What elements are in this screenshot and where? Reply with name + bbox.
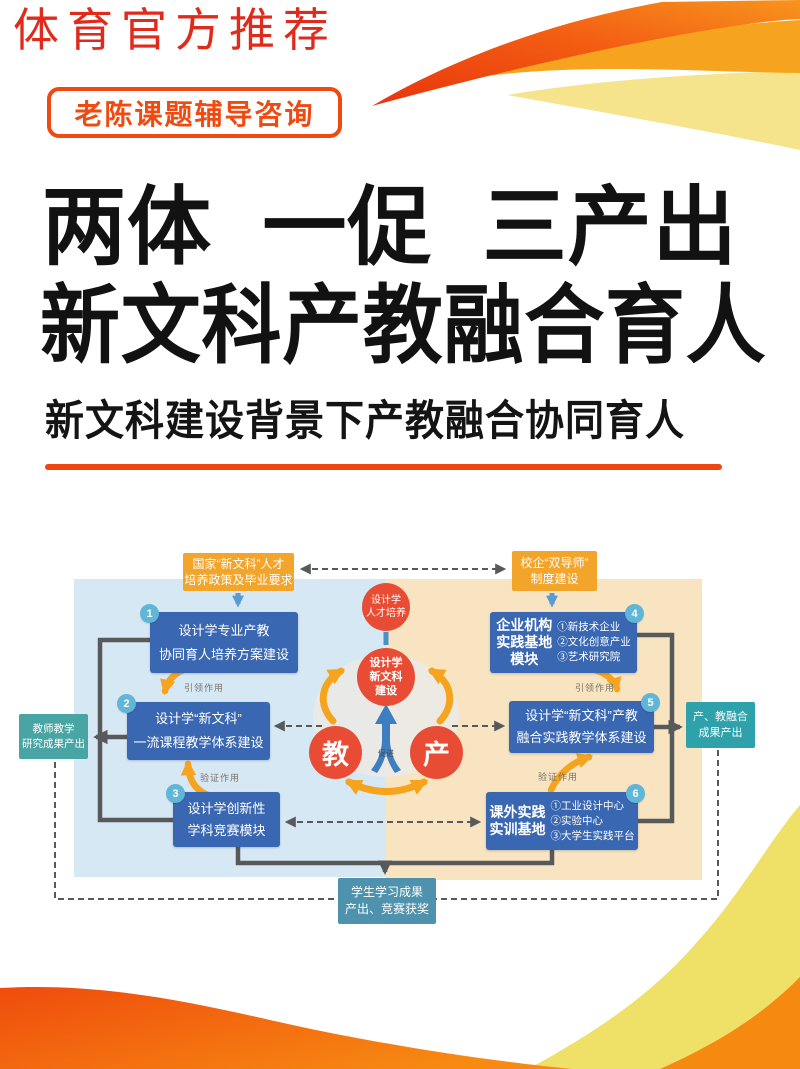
output-industry-line1: 产、教融合 [693,711,748,723]
circle-talent-line2: 人才培养 [366,608,406,619]
flow-box-5-line1: 设计学“新文科”产教 [525,708,638,723]
flow-box-4-title-line3: 模块 [510,651,539,667]
circle-talent: 设计学 人才培养 [362,583,410,631]
flow-box-2-line2: 一流课程教学体系建设 [133,735,264,750]
flow-box-2: 设计学“新文科” 一流课程教学体系建设 [127,702,270,760]
top-right-swoosh [372,0,800,150]
policy-national-line1: 国家“新文科”人才 [192,557,285,571]
bottom-right-swoosh [528,805,800,1069]
flow-box-6-item3: ③大学生实践平台 [550,829,635,842]
output-industry-line2: 成果产出 [698,727,743,739]
flow-box-4-title-line1: 企业机构 [496,617,553,633]
circle-core-line1: 设计学 [369,657,403,669]
step-badge-3: 3 [166,784,185,803]
circle-core-line3: 建设 [375,685,397,697]
output-box-student: 学生学习成果 产出、竞赛获奖 [338,878,436,924]
step-badge-5: 5 [641,693,660,712]
flow-box-6-item2: ②实验中心 [550,814,604,827]
flow-box-1-line2: 协同育人培养方案建设 [158,646,289,662]
flow-box-6-title-line2: 实训基地 [489,821,546,837]
divider-rule [45,464,722,470]
step-badge-6: 6 [626,784,645,803]
flow-box-6-title: 课外实践 实训基地 [490,804,546,838]
flow-box-4-items: ①新技术企业 ②文化创意产业 ③艺术研究院 [557,620,631,665]
policy-box-national: 国家“新文科”人才 培养政策及毕业要求 [183,553,294,591]
bottom-left-wave [0,986,572,1069]
flow-box-5-line2: 融合实践教学体系建设 [516,730,647,745]
policy-school-line1: 校企“双导师” [520,556,589,570]
arrow-label-verify-left: 验证作用 [200,773,241,783]
circle-talent-line1: 设计学 [371,595,401,606]
flow-box-3-line2: 学科竞赛模块 [187,822,266,838]
flow-box-3-line1: 设计学创新性 [187,800,266,816]
consult-badge[interactable]: 老陈课题辅导咨询 [47,87,342,138]
arrow-label-lead-left: 引领作用 [184,683,225,693]
flow-box-6-items: ①工业设计中心 ②实验中心 ③大学生实践平台 [551,799,635,844]
output-student-line1: 学生学习成果 [350,885,423,899]
flow-box-4: 企业机构 实践基地 模块 ①新技术企业 ②文化创意产业 ③艺术研究院 [490,612,637,673]
main-title-line2: 新文科产教融合育人 [40,277,767,374]
output-box-teacher: 教师教学 研究成果产出 [19,714,88,759]
arrow-label-lead-right: 引领作用 [575,683,616,693]
policy-school-line2: 制度建设 [530,572,579,586]
subtitle: 新文科建设背景下产教融合协同育人 [45,398,686,445]
flow-box-6-item1: ①工业设计中心 [550,799,625,812]
flow-box-1: 设计学专业产教 协同育人培养方案建设 [150,612,298,673]
circle-teach: 教 [309,726,362,779]
flow-box-4-item1: ①新技术企业 [557,621,621,633]
flow-box-5: 设计学“新文科”产教 融合实践教学体系建设 [509,701,654,753]
step-badge-4: 4 [625,604,644,623]
circle-industry: 产 [410,726,463,779]
circle-core: 设计学 新文科 建设 [357,648,415,706]
flow-box-4-title: 企业机构 实践基地 模块 [496,617,552,668]
flow-box-4-title-line2: 实践基地 [496,634,553,650]
hub-label: 促进 [378,749,394,758]
policy-national-line2: 培养政策及毕业要求 [184,573,293,587]
output-box-industry: 产、教融合 成果产出 [686,702,755,748]
flow-box-4-item3: ③艺术研究院 [557,651,621,663]
flow-box-2-line1: 设计学“新文科” [155,711,242,726]
circle-core-line2: 新文科 [369,671,403,683]
step-badge-2: 2 [117,694,136,713]
arrow-label-verify-right: 验证作用 [538,772,579,782]
main-title-line1: 两体 一促 三产出 [42,179,738,275]
output-teacher-line2: 研究成果产出 [22,737,85,750]
watermark-text: 体育官方推荐 [13,5,337,56]
output-teacher-line1: 教师教学 [32,722,75,735]
policy-box-school: 校企“双导师” 制度建设 [512,551,597,591]
flow-box-3: 设计学创新性 学科竞赛模块 [173,792,280,847]
flow-box-6-title-line1: 课外实践 [489,804,546,820]
flow-box-1-line1: 设计学专业产教 [178,622,270,638]
step-badge-1: 1 [140,604,159,623]
output-student-line2: 产出、竞赛获奖 [344,902,429,916]
flow-box-4-item2: ②文化创意产业 [557,636,631,648]
flow-box-6: 课外实践 实训基地 ①工业设计中心 ②实验中心 ③大学生实践平台 [486,792,638,850]
